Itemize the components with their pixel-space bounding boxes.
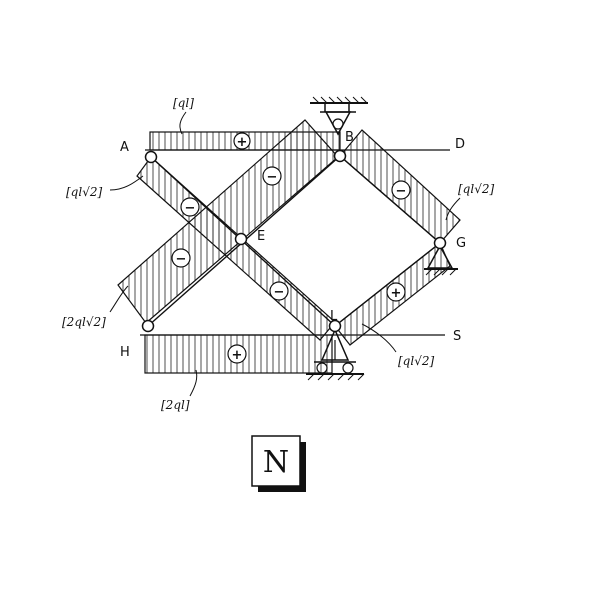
joint-H — [141, 319, 155, 333]
svg-text:−: − — [176, 252, 187, 267]
svg-text:−: − — [185, 201, 196, 216]
top-support-icon — [310, 96, 368, 136]
svg-text:−: − — [396, 184, 407, 199]
node-label-H: H — [120, 345, 130, 360]
leader-member-HE — [109, 285, 129, 313]
svg-text:+: + — [232, 348, 243, 363]
sign-top-chord: + — [233, 132, 251, 150]
joint-A — [144, 150, 158, 164]
axis-B-G — [339, 155, 441, 244]
sign-member-EL: − — [269, 281, 289, 301]
node-label-S: S — [453, 329, 461, 344]
sign-member-GL: + — [386, 282, 406, 302]
joint-L — [328, 319, 342, 333]
node-label-G: G — [456, 236, 466, 251]
node-label-B: B — [345, 130, 354, 145]
leader-top-chord — [179, 111, 187, 135]
label-bottom-chord: [2ql] — [161, 398, 190, 412]
label-member-AE: [ql√2] — [66, 185, 102, 199]
node-label-L: L — [330, 309, 338, 324]
diagram-type-badge: N — [251, 435, 306, 492]
svg-text:−: − — [274, 285, 285, 300]
leader-member-AE — [109, 175, 144, 191]
right-support-icon — [424, 244, 458, 276]
sign-member-EB: − — [262, 166, 282, 186]
leader-member-GL — [361, 323, 397, 353]
label-top-chord: [ql] — [173, 96, 194, 110]
leader-member-BG — [445, 197, 461, 221]
svg-text:+: + — [391, 286, 402, 301]
svg-text:−: − — [267, 170, 278, 185]
member-H-B-band — [117, 119, 339, 324]
sign-member-HE: − — [171, 248, 191, 268]
axis-G-L — [334, 242, 441, 327]
badge-letter: N — [263, 445, 289, 480]
bottom-support-icon — [306, 328, 365, 381]
label-member-BG: [ql√2] — [458, 182, 494, 196]
sign-bottom-chord: + — [227, 344, 247, 364]
label-member-HE: [2ql√2] — [62, 315, 106, 329]
joint-B — [333, 149, 347, 163]
joint-E — [234, 232, 248, 246]
node-label-A: A — [120, 140, 129, 155]
node-label-D: D — [455, 137, 465, 152]
svg-text:+: + — [237, 135, 248, 150]
label-member-GL: [ql√2] — [398, 354, 434, 368]
sign-member-AE: − — [180, 197, 200, 217]
sign-member-BG: − — [391, 180, 411, 200]
leader-bottom-chord — [189, 369, 198, 397]
joint-G — [433, 236, 447, 250]
node-label-E: E — [257, 229, 265, 244]
